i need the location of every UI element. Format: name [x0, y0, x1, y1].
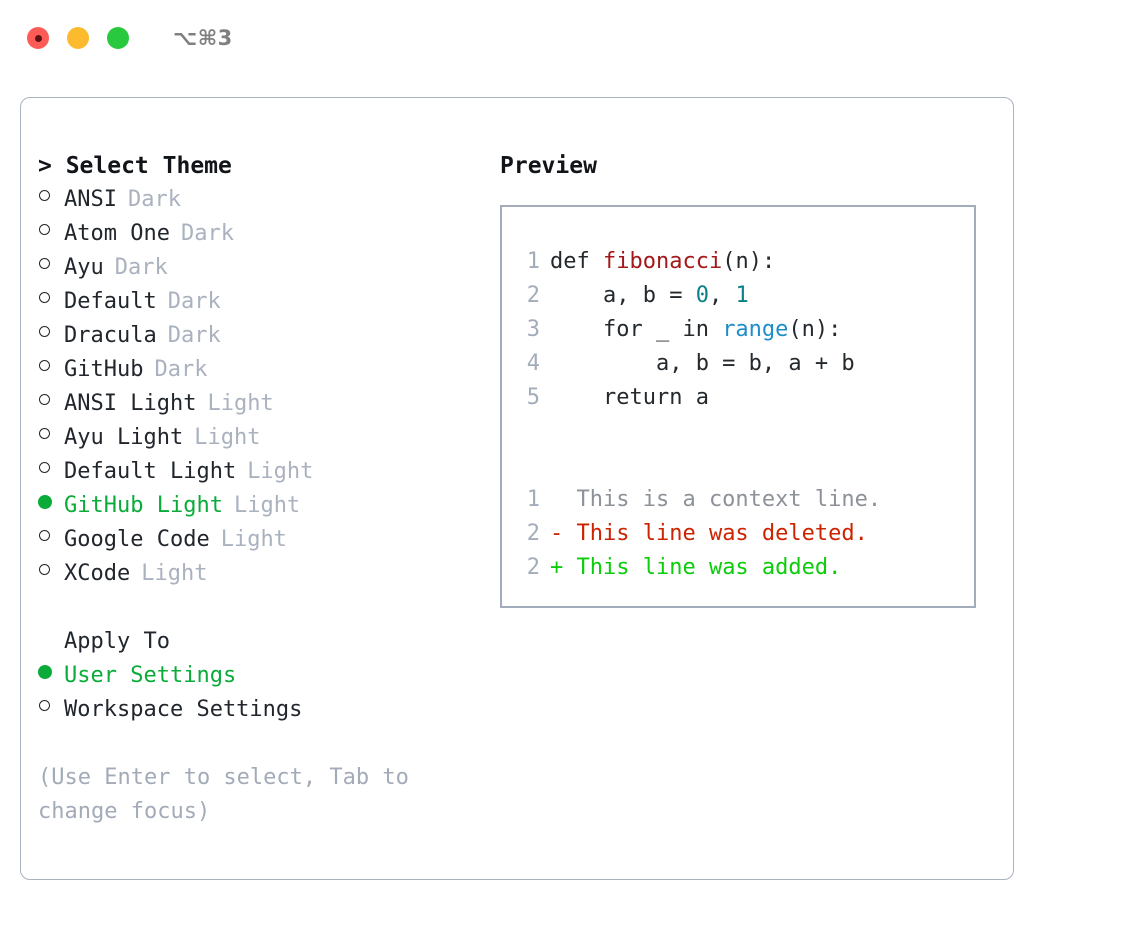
- theme-option-category: Dark: [114, 255, 168, 280]
- theme-option-category: Light: [194, 425, 261, 450]
- theme-option-label: ANSI Light: [64, 391, 197, 416]
- apply-to-option-label: User Settings: [64, 663, 237, 688]
- window-title-shortcut: ⌥⌘3: [173, 26, 233, 50]
- select-theme-heading: > Select Theme: [38, 153, 232, 179]
- diff-line-number: 1: [526, 487, 540, 512]
- title-bar: ⌥⌘3: [0, 0, 1140, 76]
- theme-picker-column: > Select Theme ANSI Dark Atom One Dark: [38, 149, 478, 829]
- theme-option-category: Light: [247, 459, 314, 484]
- code-line-content: a, b = 0, 1: [550, 279, 749, 313]
- code-line-content: def fibonacci(n):: [550, 245, 775, 279]
- preview-column: Preview 1 def fibonacci(n): 2 a, b = 0, …: [500, 149, 990, 608]
- code-line-content: return a: [550, 381, 709, 415]
- diff-line-content: This is a context line.: [550, 487, 882, 512]
- theme-option-label: Default Light: [64, 459, 237, 484]
- theme-option-default-light[interactable]: Default Light Light: [38, 455, 478, 489]
- code-token-builtin: range: [722, 317, 789, 342]
- theme-option-ansi-light[interactable]: ANSI Light Light: [38, 387, 478, 421]
- apply-to-option-user-settings[interactable]: User Settings: [38, 659, 478, 693]
- code-line-content: a, b = b, a + b: [550, 347, 855, 381]
- theme-option-label: Dracula: [64, 323, 157, 348]
- code-line-content: for _ in range(n):: [550, 313, 841, 347]
- apply-to-option-label: Workspace Settings: [64, 697, 303, 722]
- preview-heading: Preview: [500, 153, 597, 179]
- theme-option-list[interactable]: ANSI Dark Atom One Dark Ayu Dark: [38, 183, 478, 591]
- code-line-number: 1: [526, 249, 540, 274]
- preview-gap: [502, 449, 974, 483]
- code-token: (n):: [722, 249, 776, 274]
- theme-option-category: Light: [220, 527, 287, 552]
- code-line: 1 def fibonacci(n):: [502, 245, 974, 279]
- theme-option-xcode[interactable]: XCode Light: [38, 557, 478, 591]
- code-line-number: 3: [526, 317, 540, 342]
- theme-option-label: GitHub: [64, 357, 144, 382]
- code-line-number: 4: [526, 351, 540, 376]
- preview-box: 1 def fibonacci(n): 2 a, b = 0, 1 3 for …: [500, 205, 976, 608]
- theme-option-ayu-light[interactable]: Ayu Light Light: [38, 421, 478, 455]
- diff-line-context: 1 This is a context line.: [502, 483, 974, 517]
- maximize-window-button[interactable]: [107, 27, 129, 49]
- code-token: a, b =: [550, 283, 696, 308]
- code-line-number: 2: [526, 283, 540, 308]
- main-panel: > Select Theme ANSI Dark Atom One Dark: [20, 97, 1014, 880]
- theme-option-label: XCode: [64, 561, 131, 586]
- theme-option-github-dark[interactable]: GitHub Dark: [38, 353, 478, 387]
- close-window-button[interactable]: [27, 27, 49, 49]
- preview-gap: [502, 415, 974, 449]
- diff-line-content: This line was added.: [563, 555, 842, 580]
- apply-to-heading: Apply To: [64, 629, 170, 654]
- apply-to-list[interactable]: User Settings Workspace Settings: [38, 659, 478, 727]
- theme-option-label: Ayu Light: [64, 425, 184, 450]
- code-token-number: 0: [695, 283, 709, 308]
- code-token: for _ in: [550, 317, 723, 342]
- diff-line-marker: +: [550, 555, 564, 580]
- apply-to-option-workspace-settings[interactable]: Workspace Settings: [38, 693, 478, 727]
- diff-line-deleted: 2 - This line was deleted.: [502, 517, 974, 551]
- theme-option-category: Light: [233, 493, 301, 518]
- theme-option-ayu-dark[interactable]: Ayu Dark: [38, 251, 478, 285]
- theme-option-github-light[interactable]: GitHub Light Light: [38, 489, 478, 523]
- theme-option-category: Dark: [127, 187, 181, 212]
- code-line: 4 a, b = b, a + b: [502, 347, 974, 381]
- theme-option-label: Ayu: [64, 255, 104, 280]
- code-line: 2 a, b = 0, 1: [502, 279, 974, 313]
- code-token: return a: [550, 385, 709, 410]
- diff-line-marker: -: [550, 521, 564, 546]
- code-line-number: 5: [526, 385, 540, 410]
- theme-option-label: Google Code: [64, 527, 210, 552]
- theme-option-category: Dark: [154, 357, 208, 382]
- window-controls: [27, 27, 129, 49]
- theme-option-label: Default: [64, 289, 157, 314]
- theme-option-label: GitHub Light: [64, 493, 223, 518]
- theme-option-ansi-dark[interactable]: ANSI Dark: [38, 183, 478, 217]
- code-token: def: [550, 249, 603, 274]
- theme-option-label: Atom One: [64, 221, 170, 246]
- code-token: a, b = b, a + b: [550, 351, 855, 376]
- code-line: 5 return a: [502, 381, 974, 415]
- code-token-function: fibonacci: [602, 249, 723, 274]
- diff-line-added: 2 + This line was added.: [502, 551, 974, 585]
- code-token-number: 1: [735, 283, 749, 308]
- theme-option-atom-one-dark[interactable]: Atom One Dark: [38, 217, 478, 251]
- theme-option-label: ANSI: [64, 187, 117, 212]
- theme-option-default-dark[interactable]: Default Dark: [38, 285, 478, 319]
- theme-option-dracula-dark[interactable]: Dracula Dark: [38, 319, 478, 353]
- theme-option-category: Light: [141, 561, 208, 586]
- minimize-window-button[interactable]: [67, 27, 89, 49]
- theme-option-google-code[interactable]: Google Code Light: [38, 523, 478, 557]
- keyboard-hint-text: (Use Enter to select, Tab to change focu…: [38, 765, 423, 824]
- diff-line-number: 2: [526, 521, 540, 546]
- theme-option-category: Light: [207, 391, 274, 416]
- diff-line-number: 2: [526, 555, 540, 580]
- code-token: ,: [708, 283, 736, 308]
- theme-option-category: Dark: [167, 323, 221, 348]
- diff-line-content: This line was deleted.: [563, 521, 868, 546]
- hint-gap: [38, 727, 478, 761]
- code-line: 3 for _ in range(n):: [502, 313, 974, 347]
- section-gap: [38, 591, 478, 625]
- code-token: (n):: [788, 317, 842, 342]
- theme-option-category: Dark: [167, 289, 221, 314]
- theme-option-category: Dark: [180, 221, 234, 246]
